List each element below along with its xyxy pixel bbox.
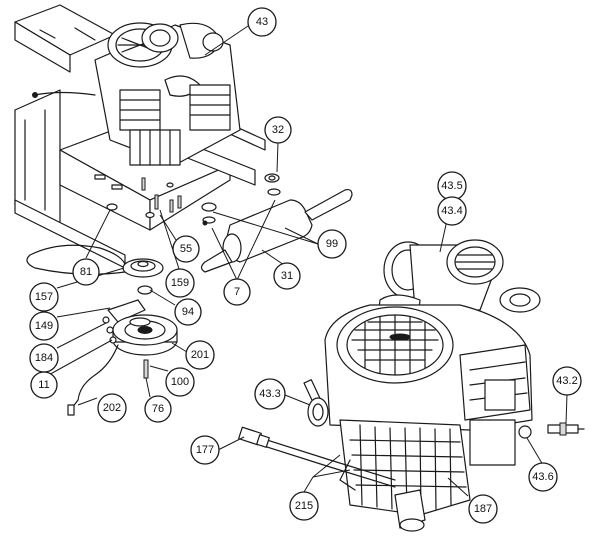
callout-43-3: 43.3: [254, 378, 286, 410]
callout-187: 187: [468, 494, 498, 524]
mower-frame: [14, 4, 266, 275]
callout-label: 81: [80, 266, 92, 278]
callout-32: 32: [264, 116, 292, 144]
callout-label: 202: [103, 402, 121, 414]
callout-7: 7: [223, 278, 251, 306]
callout-11: 11: [30, 371, 58, 399]
callout-label: 157: [35, 291, 53, 303]
engine-top-view: [32, 22, 241, 166]
callout-label: 43.5: [441, 180, 462, 192]
callout-43-6: 43.6: [528, 462, 558, 492]
callout-100: 100: [165, 367, 195, 397]
callout-label: 43.2: [556, 375, 577, 387]
callout-81: 81: [72, 258, 100, 286]
muffler: [200, 188, 353, 273]
callout-label: 159: [171, 277, 189, 289]
callout-label: 55: [180, 243, 192, 255]
callout-177: 177: [190, 435, 220, 465]
fan-grille-lines: [351, 314, 439, 376]
block-fins: [349, 424, 467, 513]
leader-lines: [44, 25, 568, 497]
callout-label: 7: [234, 286, 240, 298]
callout-label: 201: [191, 349, 209, 361]
exhaust-hardware: [201, 173, 281, 226]
callout-94: 94: [174, 298, 202, 326]
callout-202: 202: [97, 393, 127, 423]
callout-215: 215: [289, 491, 319, 521]
callout-31: 31: [273, 262, 301, 290]
callout-99: 99: [317, 229, 347, 259]
callout-label: 99: [326, 238, 338, 250]
callout-157: 157: [29, 282, 59, 312]
callout-label: 43.6: [532, 471, 553, 483]
engine-assembly: [303, 239, 541, 532]
callout-label: 32: [272, 124, 284, 136]
callout-label: 184: [35, 352, 53, 364]
callout-43-2: 43.2: [552, 366, 582, 396]
callout-43-4: 43.4: [437, 196, 467, 226]
callout-184: 184: [29, 343, 59, 373]
callout-label: 177: [196, 444, 214, 456]
callout-201: 201: [185, 340, 215, 370]
fuel-line: [238, 426, 396, 488]
callout-label: 94: [182, 306, 194, 318]
callout-label: 187: [474, 503, 492, 515]
callout-label: 43.3: [259, 388, 280, 400]
spark-plug: [547, 422, 585, 436]
bolts-under-deck: [141, 177, 182, 213]
callout-label: 11: [38, 379, 49, 391]
callout-label: 215: [295, 500, 313, 512]
callout-label: 76: [152, 403, 164, 415]
callout-159: 159: [165, 268, 195, 298]
callout-label: 43: [256, 16, 268, 28]
callout-76: 76: [144, 395, 172, 423]
callout-label: 31: [281, 270, 293, 282]
callout-149: 149: [29, 311, 59, 341]
callout-43-5: 43.5: [437, 171, 467, 201]
callout-label: 149: [35, 320, 53, 332]
callout-55: 55: [172, 235, 200, 263]
clutch-pulley-stack: [67, 258, 178, 416]
callout-label: 43.4: [441, 205, 462, 217]
callout-43: 43: [247, 7, 277, 37]
callout-label: 100: [171, 376, 189, 388]
